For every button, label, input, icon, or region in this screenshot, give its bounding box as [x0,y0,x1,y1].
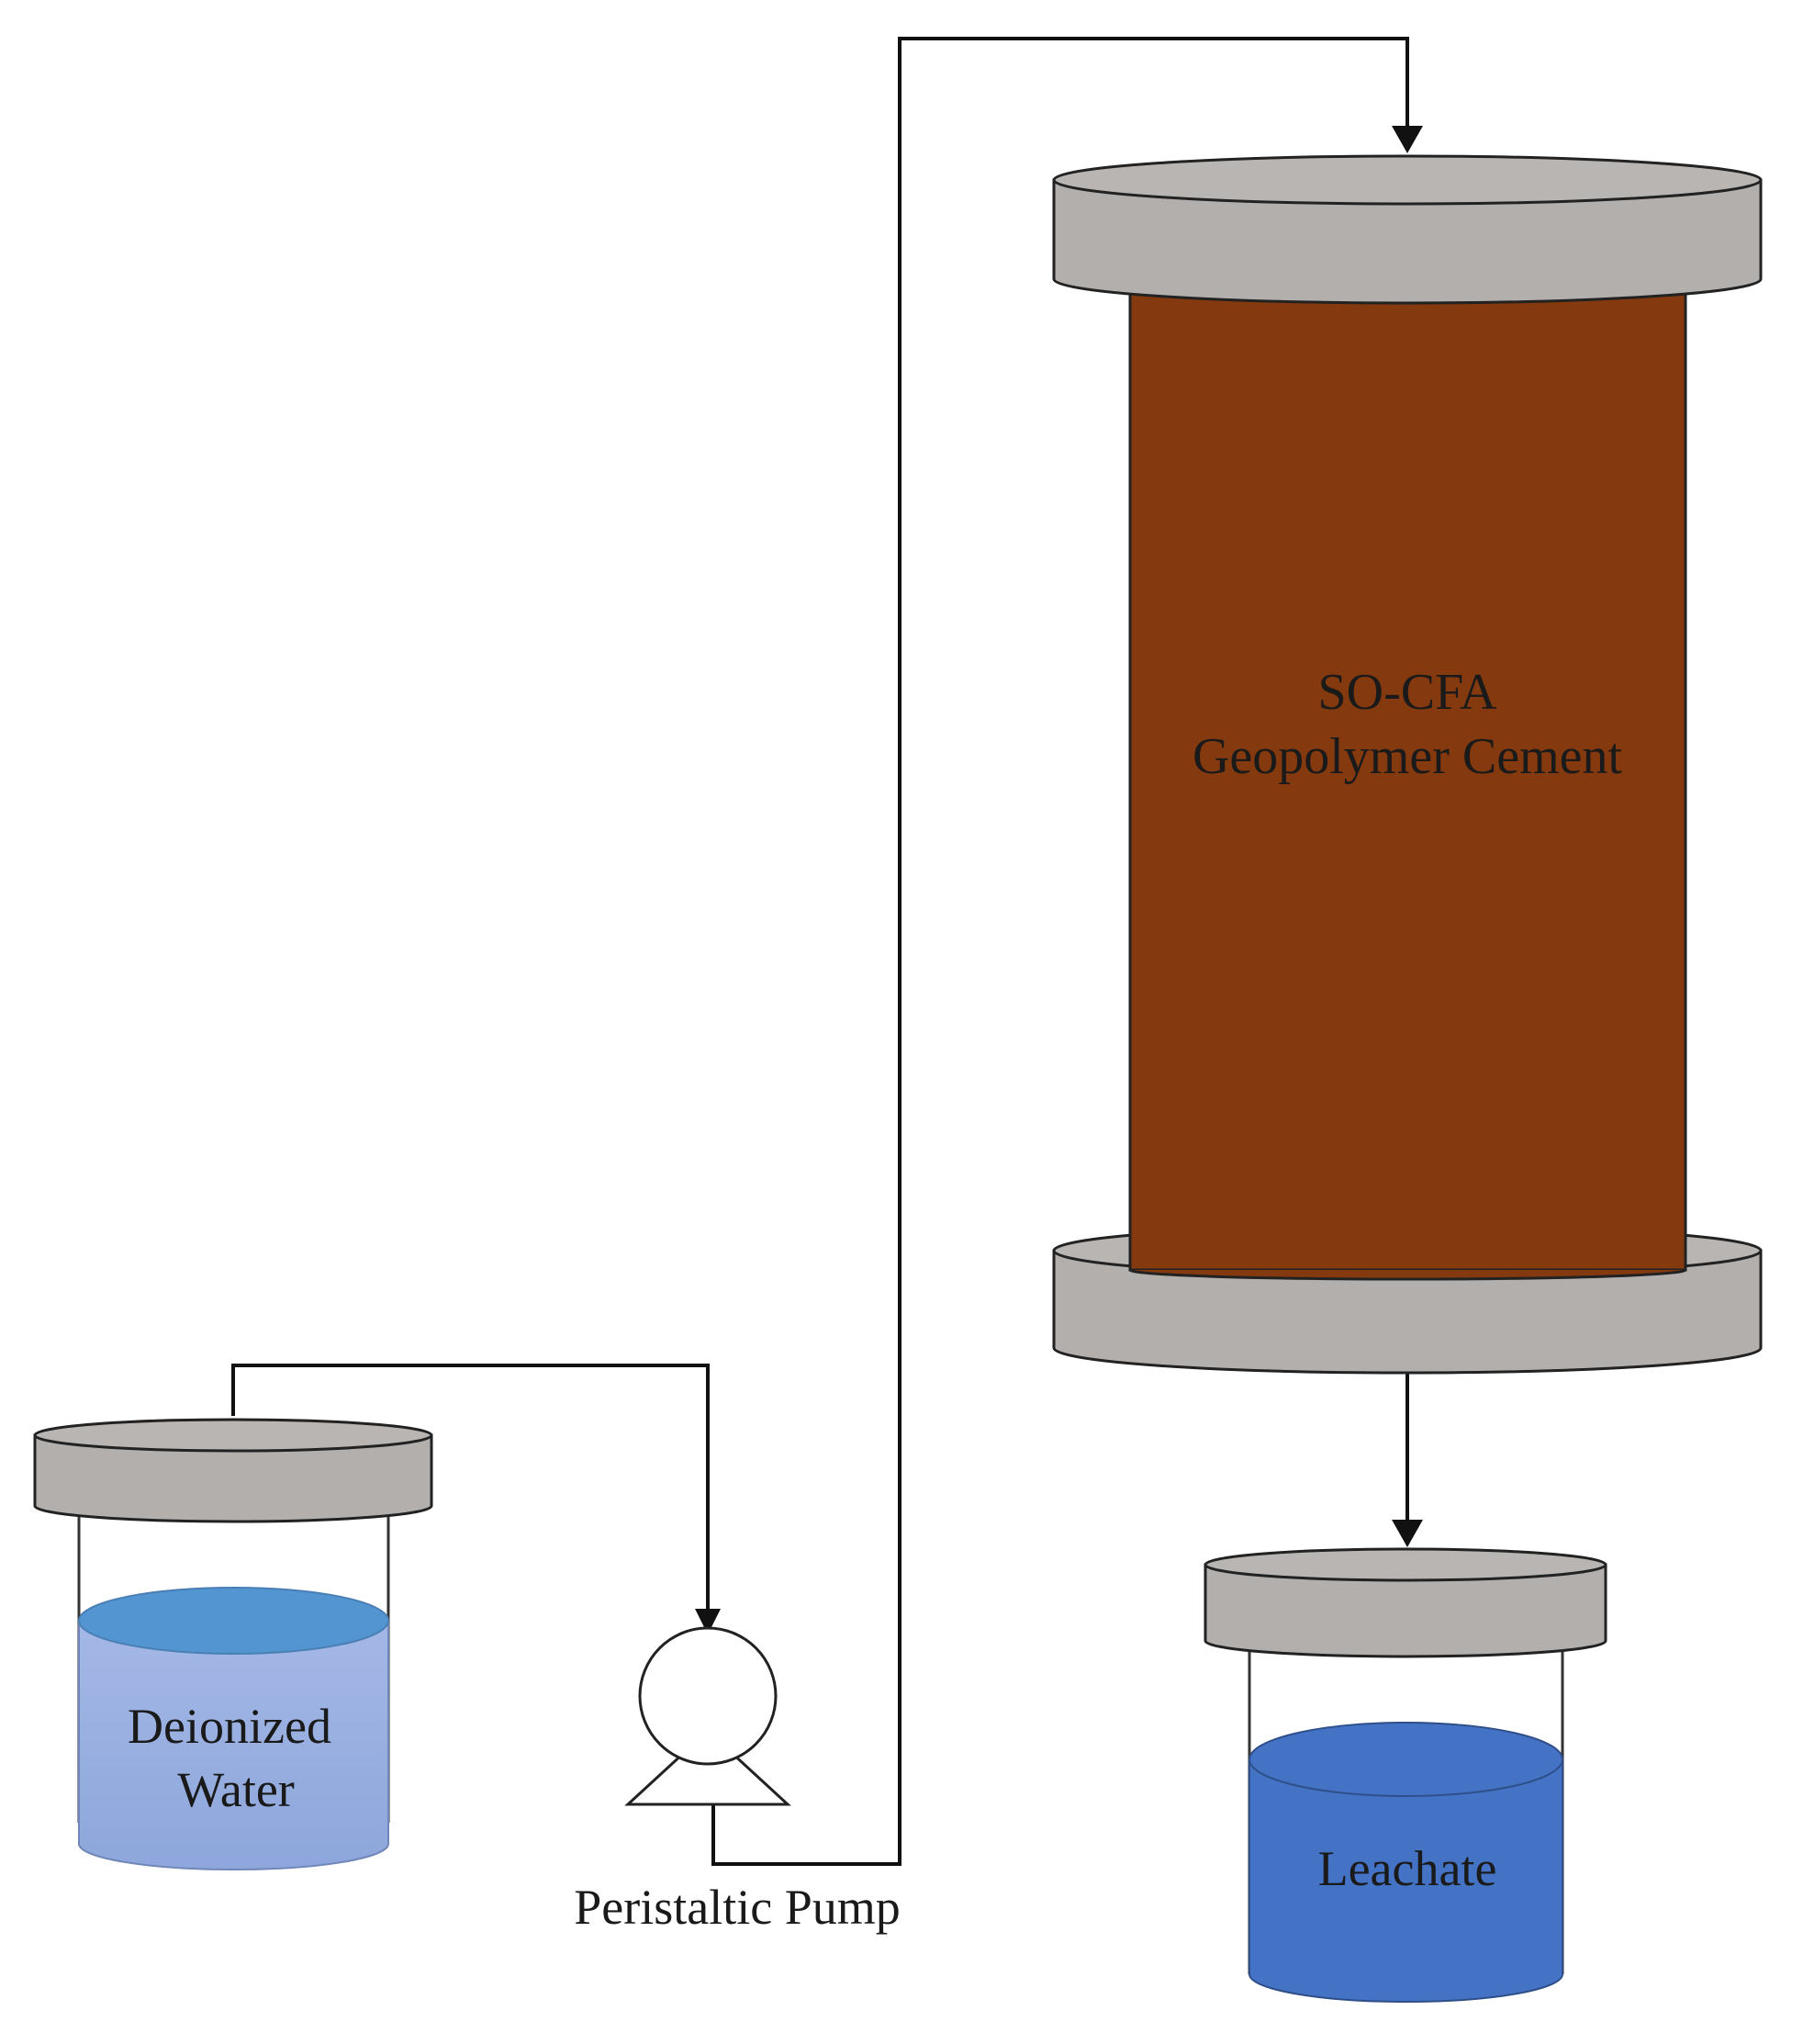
column-top-cap [1052,154,1763,305]
geopolymer-column: SO-CFA Geopolymer Cement [1052,154,1763,1375]
deionized-water-container: Deionized Water [33,1418,433,1870]
arrow-into-leachate-icon [1392,1520,1423,1547]
deionized-water-surface [78,1587,389,1655]
leachate-surface [1249,1722,1563,1797]
deionized-water-body [78,1620,389,1870]
deionized-water-label-line1: Deionized [128,1699,331,1754]
leachate-label: Leachate [1318,1841,1497,1896]
arrow-into-pump-icon [695,1609,721,1634]
arrow-into-column-icon [1392,126,1423,153]
leachate-lid [1204,1547,1607,1658]
column-label-line2: Geopolymer Cement [1193,728,1623,785]
leachate-container: Leachate [1204,1547,1607,2003]
tube-source-to-pump [231,1364,710,1627]
column-label-line1: SO-CFA [1317,664,1497,721]
leachate-body [1249,1758,1563,2003]
tube-pump-to-column [711,37,1409,1866]
deionized-water-lid [33,1418,433,1523]
peristaltic-pump-icon [624,1626,791,1806]
deionized-water-label-line2: Water [177,1762,295,1817]
peristaltic-pump-label: Peristaltic Pump [574,1880,900,1935]
